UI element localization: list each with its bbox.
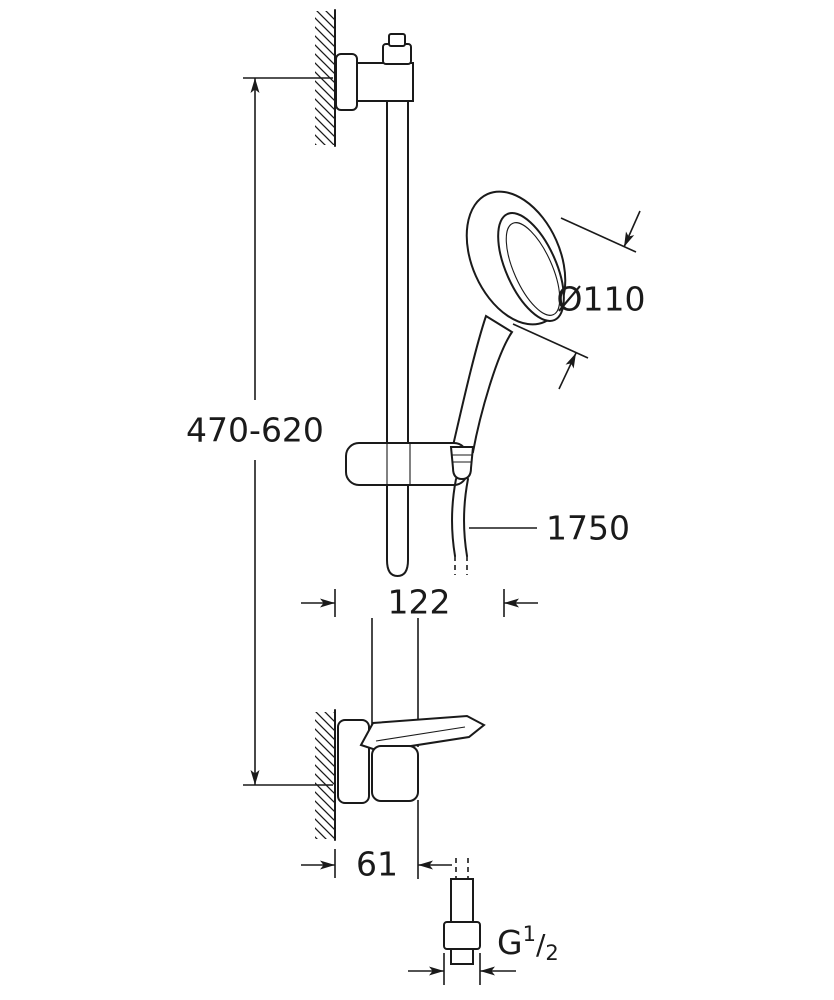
- bottom-bracket-plan: [337, 714, 486, 804]
- dimension-arrow: [623, 210, 641, 248]
- hose-end-fitting: [443, 858, 481, 965]
- extension-line: [512, 323, 589, 359]
- slider-holder: [345, 442, 468, 486]
- thread-base: G: [497, 923, 523, 962]
- bracket-arm-top: [349, 62, 414, 102]
- wall-hatch-bottom: [315, 712, 335, 839]
- hand-shower-face-rim: [497, 212, 565, 322]
- top-wall-bracket: [335, 33, 414, 111]
- thread-denominator: 2: [545, 941, 558, 965]
- dimension-hose-length: 1750: [469, 509, 630, 548]
- hand-shower: [450, 190, 567, 454]
- label-head-diameter: Ø110: [557, 280, 646, 319]
- holder-body: [345, 442, 468, 486]
- label-wall-offset-upper: 122: [388, 583, 451, 622]
- wall-section-bottom: [315, 709, 336, 841]
- rail-holder-plan: [371, 745, 419, 802]
- dimension-wall-offset-lower: 61: [301, 845, 452, 884]
- bracket-wall-plate-top: [335, 53, 358, 111]
- connector-nut: [449, 446, 475, 481]
- lever-arm-edge: [375, 726, 466, 742]
- shower-hose: [451, 478, 469, 575]
- thread-numerator: 1: [523, 922, 536, 946]
- slide-rail: [386, 57, 409, 578]
- label-wall-offset-lower: 61: [356, 845, 398, 884]
- hand-shower-spray-face: [505, 222, 561, 316]
- dimension-head-diameter: Ø110: [512, 210, 646, 390]
- label-rail-height: 470-620: [186, 411, 324, 450]
- dimension-thread: G1/2: [408, 922, 559, 985]
- label-hose-length: 1750: [546, 509, 630, 548]
- thread-slash: /: [536, 928, 546, 961]
- label-thread-size: G1/2: [497, 922, 559, 965]
- dimension-wall-offset-upper: 122: [301, 583, 538, 622]
- rail-end-nub: [388, 33, 406, 47]
- fitting-tube-lower: [450, 948, 474, 965]
- bracket-wall-plate-bottom: [337, 719, 370, 804]
- dimension-rail-height: 470-620: [186, 77, 333, 786]
- hose-edge-right: [463, 478, 469, 557]
- hose-connector: [449, 446, 475, 481]
- fitting-tube-upper: [450, 878, 474, 923]
- fitting-knurled-nut: [443, 921, 481, 950]
- hose-edge-left: [451, 478, 457, 557]
- hand-shower-handle: [450, 314, 514, 454]
- dimension-arrow: [558, 352, 577, 390]
